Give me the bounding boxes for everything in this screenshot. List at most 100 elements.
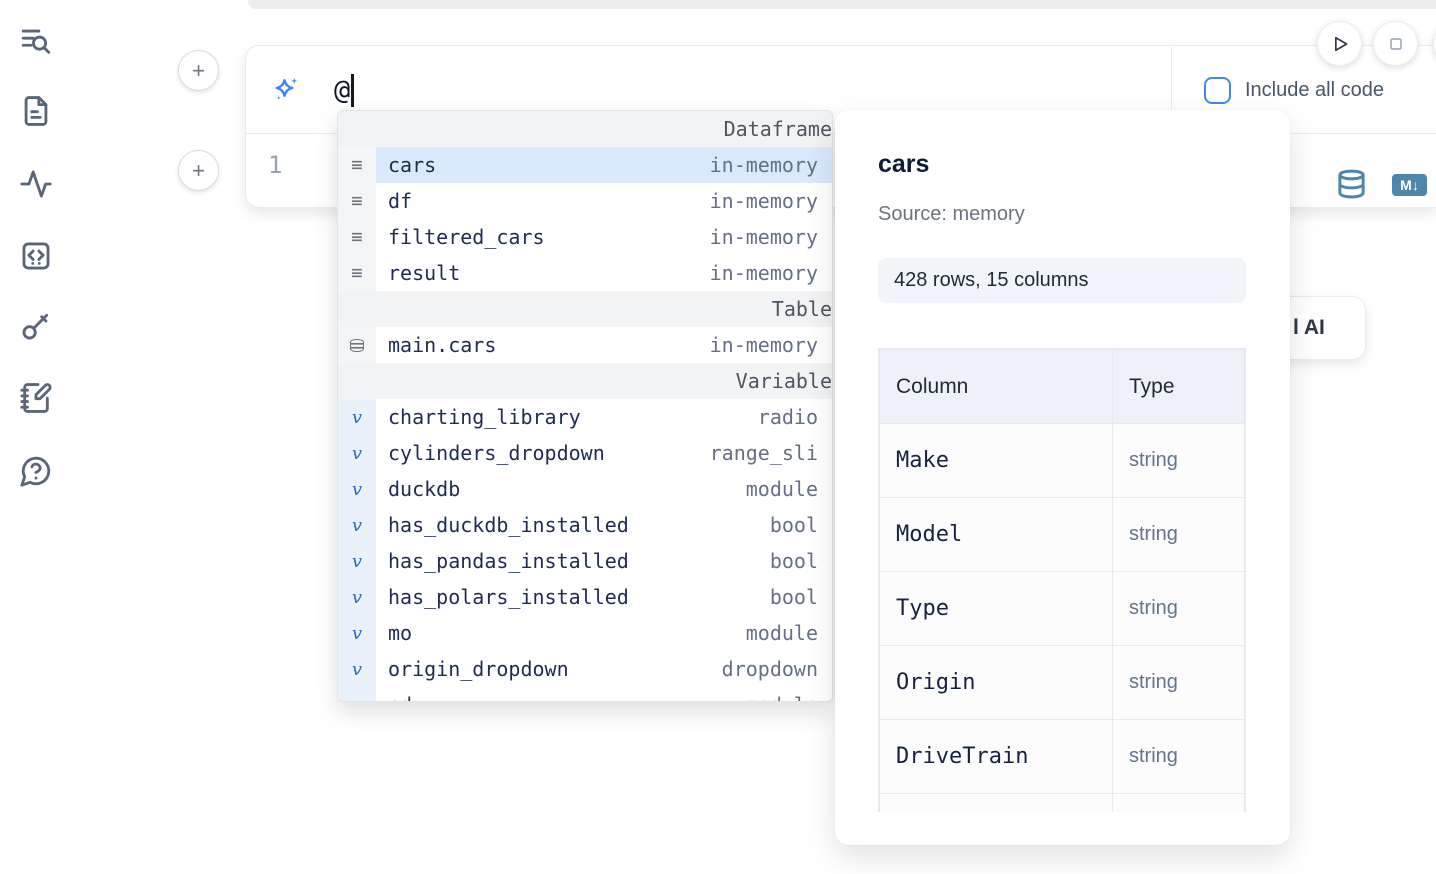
database-sources-icon[interactable] (1336, 167, 1367, 201)
play-icon (1330, 34, 1350, 54)
sidebar (0, 0, 72, 874)
schema-column-type: string (1112, 497, 1245, 572)
database-icon (350, 338, 364, 352)
item-type: range_sli (709, 441, 818, 465)
schema-column-name: Model (879, 497, 1113, 572)
item-name: cylinders_dropdown (388, 441, 605, 465)
run-cell-button[interactable] (1317, 21, 1362, 66)
type-header: Type (1112, 349, 1245, 424)
item-type: module (746, 693, 818, 701)
autocomplete-row[interactable]: v pdmodule (338, 687, 832, 701)
item-name: origin_dropdown (388, 657, 569, 681)
item-kind-icon: v (338, 579, 376, 615)
previous-cell-edge (248, 0, 1436, 9)
item-name: df (388, 189, 413, 213)
item-kind-icon: ≡ (338, 147, 376, 183)
item-type: in-memory (709, 333, 818, 357)
column-header: Column (879, 349, 1113, 424)
schema-column-type: string (1112, 719, 1245, 794)
item-name: has_polars_installed (388, 585, 629, 609)
item-name: result (388, 261, 461, 285)
item-type: module (745, 621, 818, 645)
line-number: 1 (268, 151, 283, 179)
item-type: radio (757, 405, 818, 429)
item-name: cars (388, 153, 437, 177)
item-name: has_pandas_installed (388, 549, 629, 573)
item-type: module (745, 477, 818, 501)
include-all-code-label: Include all code (1245, 78, 1384, 101)
code-snippets-icon[interactable] (19, 239, 53, 273)
schema-column-type: string (1112, 423, 1245, 498)
schema-row (879, 793, 1245, 812)
table-of-contents-search-icon[interactable] (19, 24, 53, 58)
item-name: has_duckdb_installed (388, 513, 629, 537)
item-name: mo (388, 621, 413, 645)
item-type: bool (769, 549, 818, 573)
section-header-label: Table (771, 297, 832, 321)
item-name: charting_library (388, 405, 581, 429)
item-kind-icon: ≡ (338, 219, 376, 255)
schema-column-name: Type (879, 571, 1113, 646)
schema-row: Model string (879, 497, 1245, 572)
help-chat-question-icon[interactable] (19, 454, 53, 488)
ai-prompt-input[interactable]: @ (334, 72, 354, 108)
include-all-code-checkbox[interactable] (1204, 76, 1231, 104)
autocomplete-row[interactable]: v has_pandas_installed bool (338, 543, 832, 579)
add-cell-below-button[interactable]: + (178, 150, 219, 191)
schema-column-type: string (1112, 645, 1245, 720)
file-document-icon[interactable] (19, 94, 53, 128)
dataframe-preview-panel: cars Source: memory 428 rows, 15 columns… (835, 110, 1290, 845)
autocomplete-row[interactable]: Dataframe (338, 111, 832, 147)
schema-column-type: string (1112, 571, 1245, 646)
item-kind-icon: v (338, 435, 376, 471)
item-kind-icon: v (338, 399, 376, 435)
item-kind-icon: ≡ (338, 183, 376, 219)
schema-column-name: DriveTrain (879, 719, 1113, 794)
schema-column-name: Origin (879, 645, 1113, 720)
ai-sparkles-icon (271, 75, 301, 105)
item-kind-icon (338, 327, 376, 363)
scratchpad-notebook-pen-icon[interactable] (19, 381, 53, 415)
autocomplete-row[interactable]: v charting_library radio (338, 399, 832, 435)
markdown-convert-icon[interactable]: M↓ (1392, 174, 1427, 196)
item-type: dropdown (721, 657, 818, 681)
section-header-label: Variable (735, 369, 832, 393)
section-header-label: Dataframe (723, 117, 832, 141)
item-type: bool (769, 585, 818, 609)
preview-shape-badge: 428 rows, 15 columns (878, 258, 1246, 303)
ai-input-value: @ (334, 74, 351, 106)
preview-schema-table: Column Type Make string Model string Typ… (878, 348, 1246, 812)
item-kind-icon: v (338, 543, 376, 579)
autocomplete-row[interactable]: v has_polars_installed bool (338, 579, 832, 615)
stop-cell-button[interactable] (1373, 21, 1418, 66)
code-editor-row[interactable]: 1 M↓ (246, 134, 1436, 208)
schema-column-name: Make (879, 423, 1113, 498)
item-name: pd (388, 693, 734, 701)
key-icon[interactable] (19, 309, 53, 343)
schema-row: Make string (879, 423, 1245, 498)
item-type: in-memory (709, 225, 818, 249)
schema-column-type (1112, 793, 1245, 812)
preview-source: Source: memory (878, 203, 1025, 225)
item-name: filtered_cars (388, 225, 545, 249)
item-type: bool (769, 513, 818, 537)
autocomplete-row[interactable]: Table (338, 291, 832, 327)
autocomplete-row[interactable]: Variable (338, 363, 832, 399)
autocomplete-row[interactable]: ≡ filtered_cars in-memory (338, 219, 832, 255)
schema-row: DriveTrain string (879, 719, 1245, 794)
text-cursor (351, 73, 354, 107)
activity-pulse-icon[interactable] (19, 167, 53, 201)
autocomplete-row[interactable]: v cylinders_dropdown range_sli (338, 435, 832, 471)
item-name: duckdb (388, 477, 461, 501)
add-cell-above-button[interactable]: + (178, 50, 219, 91)
